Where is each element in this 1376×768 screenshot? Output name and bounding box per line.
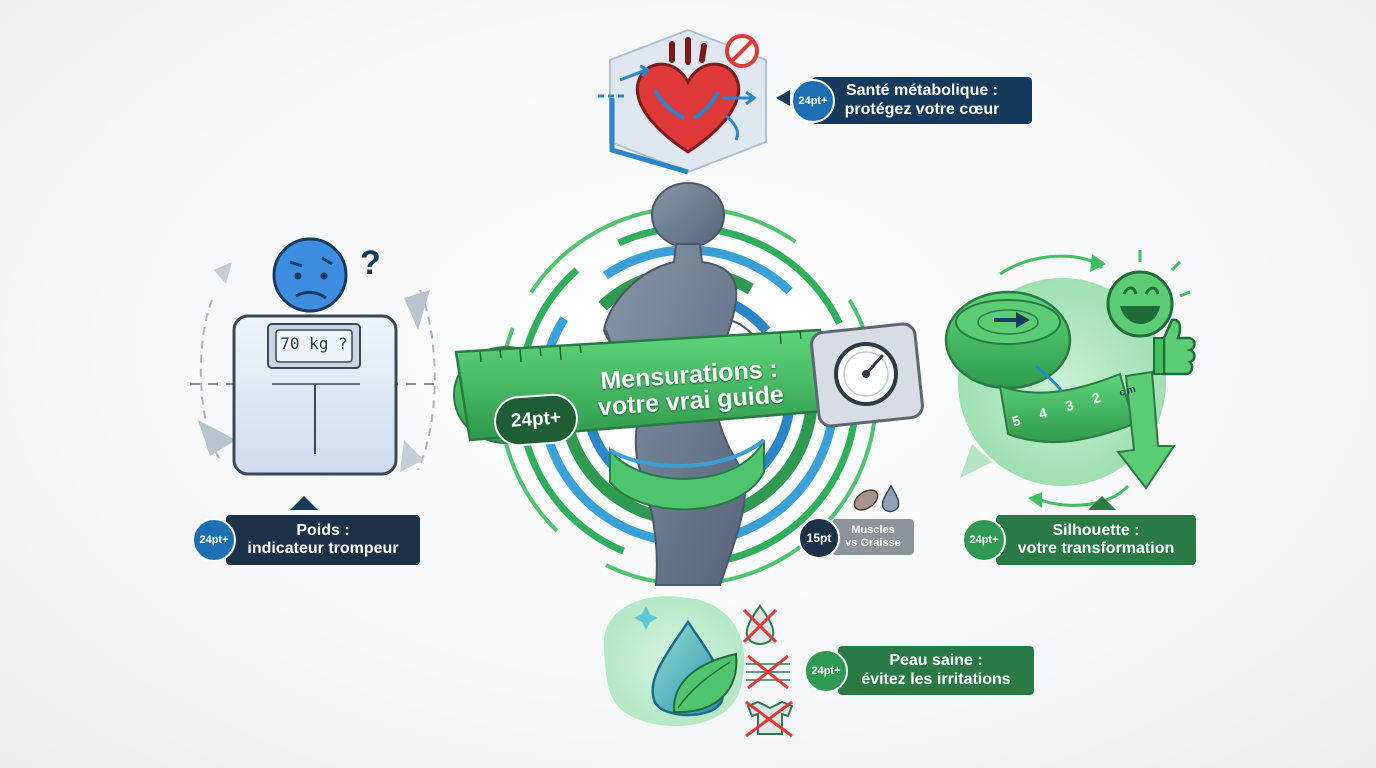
thumbs-up-icon [1153, 318, 1196, 376]
irritant-crossed-icons [742, 604, 794, 738]
scale-pointer [290, 496, 318, 510]
skin-label: Peau saine : évitez les irritations [838, 646, 1034, 695]
confused-face-icon [272, 237, 348, 313]
smiley-face-icon [1092, 250, 1191, 338]
measuring-tape-icon [453, 322, 924, 511]
silhouette-pointer [1088, 496, 1116, 510]
heart-label: Santé métabolique : protégez votre cœur [812, 77, 1032, 124]
skin-badge: 24pt+ [804, 649, 848, 693]
flow-arrows [598, 64, 757, 141]
silhouette-badge: 24pt+ [962, 518, 1006, 562]
muscle-label: Muscles vs Graisse [832, 519, 914, 555]
tape-number: 3 [1063, 396, 1078, 415]
silhouette-label-line2: votre transformation [1017, 540, 1175, 557]
muscle-fat-icons [853, 484, 900, 513]
silhouette-panel-art [944, 254, 1176, 508]
silhouette-label: Silhouette : votre transformation [996, 515, 1196, 565]
heart-label-line1: Santé métabolique : [845, 82, 999, 100]
scale-label-line2: indicateur trompeur [247, 540, 399, 557]
skin-label-line1: Peau saine : [889, 652, 983, 670]
question-mark-icon: ? [360, 244, 381, 282]
heart-badge: 24pt+ [791, 79, 835, 123]
scale-label-line1: Poids : [296, 521, 350, 539]
muscle-label-line1: Muscles [851, 524, 895, 537]
bathroom-scale-icon [232, 314, 398, 476]
gauge-icon [834, 342, 898, 406]
heart-label-line2: protégez votre cœur [844, 100, 1000, 118]
muscle-badge: 15pt [798, 517, 840, 559]
no-entry-icon [725, 34, 759, 68]
scale-panel-art [190, 262, 440, 472]
muscle-label-line2: vs Graisse [845, 537, 901, 549]
scale-label: Poids : indicateur trompeur [226, 515, 420, 565]
tape-number: 4 [1036, 403, 1051, 422]
silhouette-label-line1: Silhouette : [1052, 521, 1140, 539]
heart-pointer [776, 90, 790, 106]
tape-number: 2 [1090, 388, 1104, 407]
water-drop-leaf-icon [651, 619, 738, 717]
skin-label-line2: évitez les irritations [861, 670, 1011, 688]
scale-display-text: 70 kg ? [280, 334, 348, 353]
scale-badge: 24pt+ [192, 518, 236, 562]
center-badge: 24pt+ [492, 392, 580, 448]
